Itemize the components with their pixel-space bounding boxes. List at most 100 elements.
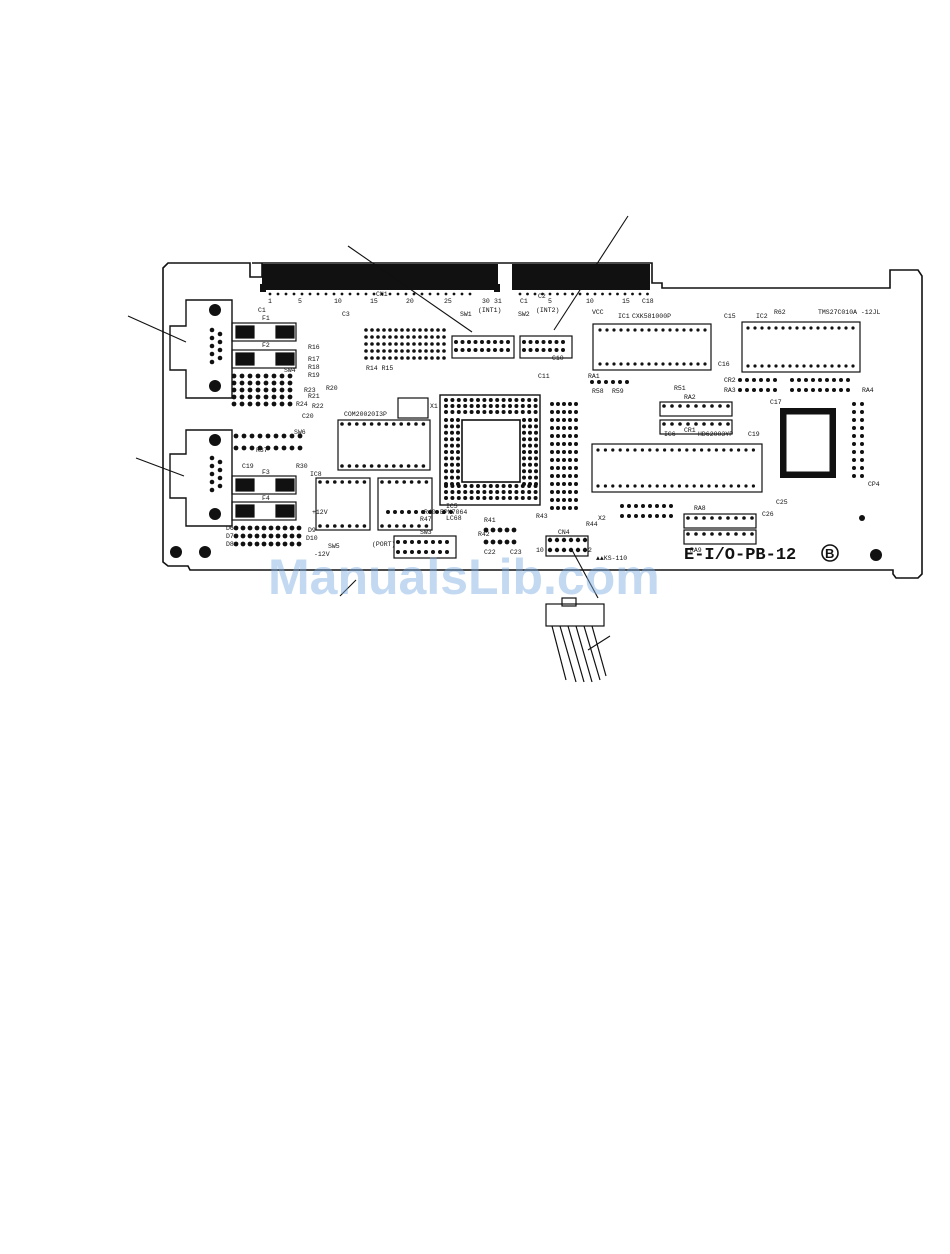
qfp-chip: [780, 408, 836, 478]
label-r21: R21: [308, 393, 320, 400]
label-ic2part: TMS27C010A -12JL: [818, 309, 881, 316]
label-ks110: ▲▲KS-110: [596, 555, 627, 562]
label-c11: C11: [538, 373, 550, 380]
label-pin20: 20: [406, 298, 414, 305]
label-d8: D8: [226, 541, 234, 548]
label-ic8: IC8: [310, 471, 322, 478]
label-pin31: 31: [494, 298, 502, 305]
label-pin5: 5: [298, 298, 302, 305]
label-p12v: +12V: [312, 509, 328, 516]
cn4-header: [545, 535, 589, 557]
label-ic5part: EPM7064: [440, 509, 467, 516]
label-d9: D9: [308, 527, 316, 534]
label-c1-top: C1: [520, 298, 528, 305]
mounting-hole: [870, 549, 882, 561]
sw1-switch: [451, 335, 515, 359]
label-f1: F1: [262, 315, 270, 322]
label-c17: C17: [770, 399, 782, 406]
label-r14r15: R14 R15: [366, 365, 393, 372]
label-ra3: RA3: [724, 387, 736, 394]
label-pin1: 1: [268, 298, 272, 305]
label-ref-2: 2: [588, 547, 592, 554]
label-r30: R30: [296, 463, 308, 470]
db-connector-lower: [169, 429, 233, 527]
sw3-switch: [393, 535, 457, 559]
label-pin15: 15: [370, 298, 378, 305]
label-r58: R58: [592, 388, 604, 395]
label-r42: R42: [478, 531, 490, 538]
label-c25: C25: [776, 499, 788, 506]
label-r17: R17: [308, 356, 320, 363]
ic3-outline: [337, 419, 431, 471]
label-ic1part: CXK581000P: [632, 313, 671, 320]
label-r41: R41: [484, 517, 496, 524]
fuse-block: [231, 322, 297, 521]
label-r24: R24: [296, 401, 308, 408]
label-c10: C10: [552, 355, 564, 362]
label-pin10: 10: [334, 298, 342, 305]
label-r40: R40: [424, 509, 436, 516]
label-c22: C22: [484, 549, 496, 556]
label-c15: C15: [724, 313, 736, 320]
db-connector-upper: [169, 299, 233, 399]
ic2-outline: [741, 321, 861, 373]
leader-lines: [127, 215, 629, 651]
label-d6: D6: [226, 525, 234, 532]
label-ic1: IC1: [618, 313, 630, 320]
label-ic5: IC5: [446, 503, 458, 510]
label-cp4: CP4: [868, 481, 880, 488]
label-pin15b: 15: [622, 298, 630, 305]
label-r47: R47: [420, 516, 432, 523]
label-cr1: CR1: [684, 427, 696, 434]
label-r19: R19: [308, 372, 320, 379]
label-ic6: IC6: [664, 431, 676, 438]
ic6-outline: [591, 443, 763, 493]
label-pin25: 25: [444, 298, 452, 305]
label-ref-10: 10: [536, 547, 544, 554]
label-sw6: SW6: [294, 429, 306, 436]
label-r37: R37: [256, 447, 268, 454]
label-ic2: IC2: [756, 313, 768, 320]
label-vcc: VCC: [592, 309, 604, 316]
ic1-outline: [592, 323, 712, 371]
label-sw1: SW1: [460, 311, 472, 318]
ic8-outline: [315, 477, 371, 531]
board-name: E-I/O-PB-12 B: [684, 544, 839, 565]
ic5-socket: [439, 394, 541, 506]
sw2-switch: [519, 335, 573, 359]
label-c18: C18: [642, 298, 654, 305]
label-ra2: RA2: [684, 394, 696, 401]
mounting-hole: [859, 515, 865, 521]
label-cn1: CN1: [376, 291, 388, 298]
label-pin5b: 5: [548, 298, 552, 305]
label-r44: R44: [586, 521, 598, 528]
label-r16: R16: [308, 344, 320, 351]
mounting-hole: [170, 546, 182, 558]
label-ra8: RA8: [694, 505, 706, 512]
edge-connector-right: [512, 264, 650, 290]
watermark: ManualsLib.com: [268, 549, 660, 605]
label-f3: F3: [262, 469, 270, 476]
board-outline: [162, 262, 923, 579]
label-m12v: -12V: [314, 551, 330, 558]
label-c19: C19: [748, 431, 760, 438]
cr1-outline: [659, 419, 733, 435]
label-ic5sub: LC68: [446, 515, 462, 522]
label-r43: R43: [536, 513, 548, 520]
label-sw4: SW4: [284, 367, 296, 374]
label-r51: R51: [674, 385, 686, 392]
label-r18: R18: [308, 364, 320, 371]
label-r23: R23: [304, 387, 316, 394]
label-ic3part: COM20020I3P: [344, 411, 387, 418]
label-d10: D10: [306, 535, 318, 542]
label-c19b: C19: [242, 463, 254, 470]
label-port: (PORT): [372, 541, 395, 548]
label-int2: (INT2): [536, 307, 559, 314]
ra2-outline: [659, 401, 733, 417]
label-r59: R59: [612, 388, 624, 395]
label-ra4: RA4: [862, 387, 874, 394]
label-d7: D7: [226, 533, 234, 540]
label-int1: (INT1): [478, 307, 501, 314]
label-cn4: CN4: [558, 529, 570, 536]
